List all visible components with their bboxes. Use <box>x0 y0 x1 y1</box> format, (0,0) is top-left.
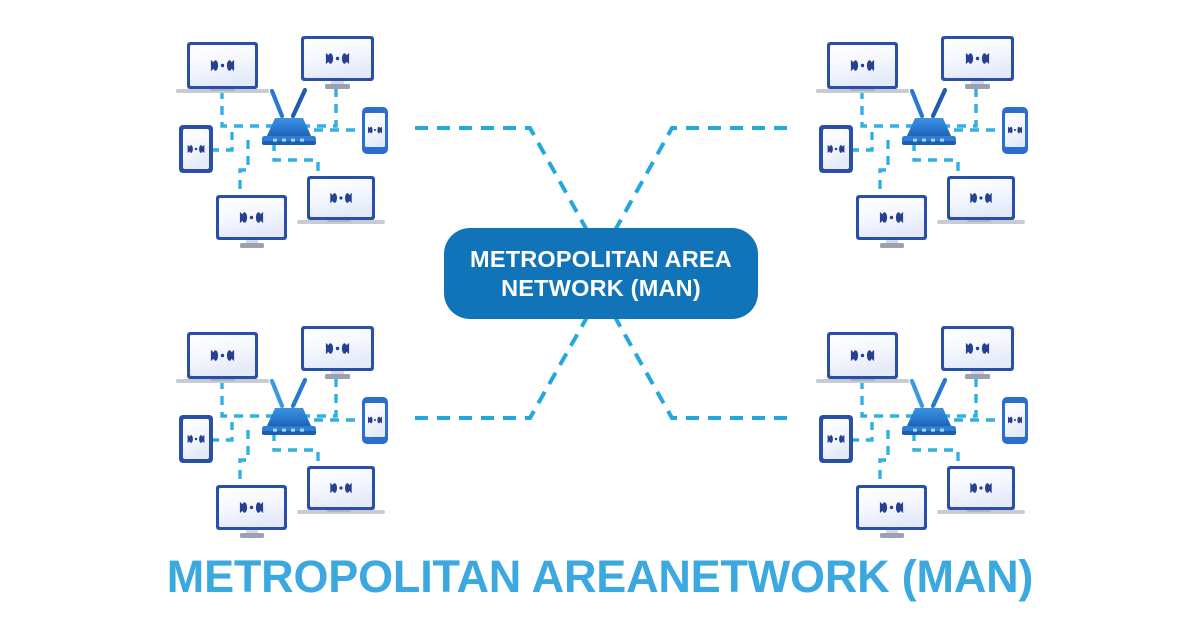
device-monitor-top[interactable] <box>301 326 374 379</box>
device-laptop-top[interactable] <box>176 332 269 383</box>
signal-icon <box>239 211 264 224</box>
trunk-top-left <box>415 126 610 269</box>
device-monitor-bottom[interactable] <box>216 485 287 538</box>
signal-icon <box>187 434 205 444</box>
device-phone-right[interactable] <box>1002 397 1028 444</box>
signal-icon <box>325 52 350 65</box>
signal-icon <box>330 192 352 204</box>
cluster-top-right[interactable] <box>816 36 1028 248</box>
device-monitor-top[interactable] <box>301 36 374 89</box>
signal-icon <box>187 144 205 154</box>
signal-icon <box>1008 126 1022 134</box>
device-tablet-left[interactable] <box>819 125 853 173</box>
signal-icon <box>965 342 990 355</box>
device-tablet-left[interactable] <box>179 125 213 173</box>
router-leds <box>273 138 304 142</box>
signal-icon <box>970 482 992 494</box>
device-laptop-bottom[interactable] <box>937 466 1025 514</box>
signal-icon <box>827 434 845 444</box>
signal-icon <box>850 349 875 362</box>
cluster-bottom-right[interactable] <box>816 326 1028 538</box>
device-laptop-bottom[interactable] <box>297 176 385 224</box>
device-laptop-top[interactable] <box>176 42 269 93</box>
signal-icon <box>827 144 845 154</box>
signal-icon <box>239 501 264 514</box>
trunk-top-right <box>592 126 787 269</box>
device-monitor-bottom[interactable] <box>856 485 927 538</box>
signal-icon <box>368 126 382 134</box>
device-monitor-bottom[interactable] <box>856 195 927 248</box>
signal-icon <box>879 501 904 514</box>
signal-icon <box>330 482 352 494</box>
center-badge-line1: METROPOLITAN AREA <box>470 245 732 272</box>
signal-icon <box>210 59 235 72</box>
device-laptop-bottom[interactable] <box>937 176 1025 224</box>
signal-icon <box>965 52 990 65</box>
wireless-router[interactable] <box>902 87 956 145</box>
signal-icon <box>325 342 350 355</box>
cluster-bottom-left[interactable] <box>176 326 388 538</box>
center-badge-line2: NETWORK (MAN) <box>501 274 701 301</box>
device-monitor-top[interactable] <box>941 36 1014 89</box>
wireless-router[interactable] <box>262 377 316 435</box>
device-laptop-bottom[interactable] <box>297 466 385 514</box>
device-phone-right[interactable] <box>1002 107 1028 154</box>
signal-icon <box>970 192 992 204</box>
signal-icon <box>879 211 904 224</box>
wireless-router[interactable] <box>902 377 956 435</box>
device-tablet-left[interactable] <box>179 415 213 463</box>
router-leds <box>913 138 944 142</box>
signal-icon <box>210 349 235 362</box>
signal-icon <box>368 416 382 424</box>
router-leds <box>273 428 304 432</box>
device-phone-right[interactable] <box>362 397 388 444</box>
router-leds <box>913 428 944 432</box>
device-laptop-top[interactable] <box>816 42 909 93</box>
page-title: METROPOLITAN AREANETWORK (MAN) <box>166 551 1034 602</box>
signal-icon <box>850 59 875 72</box>
wireless-router[interactable] <box>262 87 316 145</box>
device-tablet-left[interactable] <box>819 415 853 463</box>
trunk-bottom-left <box>415 279 610 420</box>
device-monitor-bottom[interactable] <box>216 195 287 248</box>
signal-icon <box>1008 416 1022 424</box>
center-badge[interactable]: METROPOLITAN AREA NETWORK (MAN) <box>444 228 758 319</box>
device-laptop-top[interactable] <box>816 332 909 383</box>
device-monitor-top[interactable] <box>941 326 1014 379</box>
trunk-bottom-right <box>592 279 787 420</box>
device-phone-right[interactable] <box>362 107 388 154</box>
cluster-top-left[interactable] <box>176 36 388 248</box>
